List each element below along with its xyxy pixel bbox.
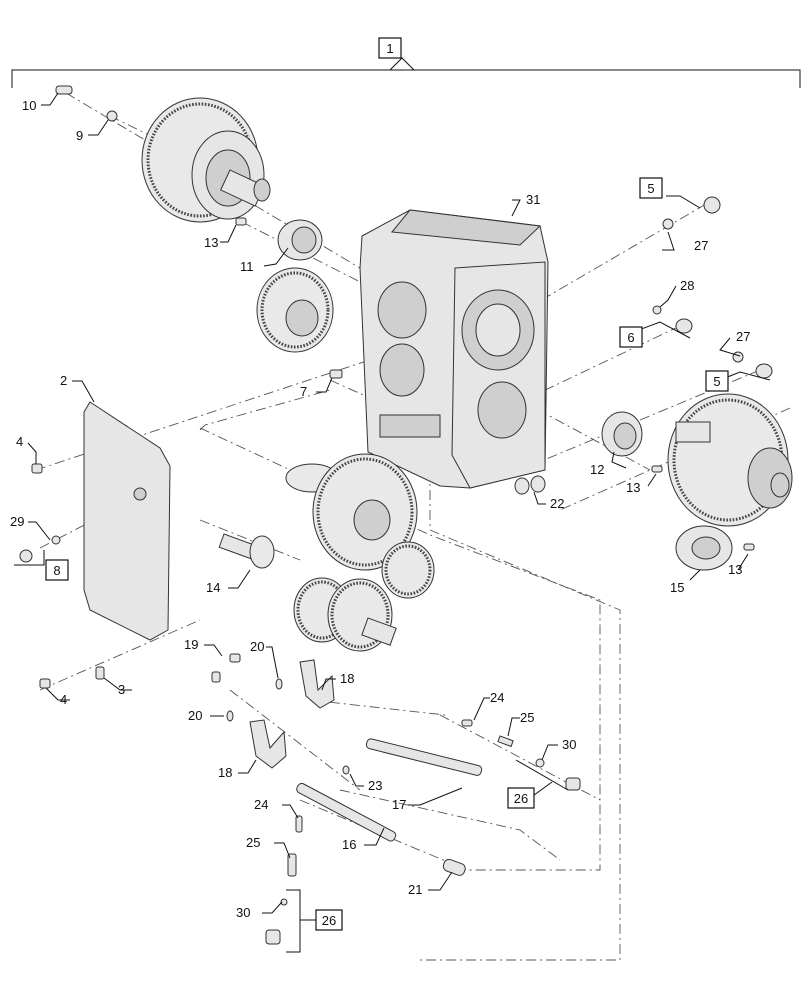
bearing-part-11 — [277, 219, 323, 261]
rod-part-16 — [296, 782, 397, 842]
svg-text:5: 5 — [713, 374, 720, 389]
callout-15: 15 — [670, 580, 684, 595]
plug-part-26-lower — [265, 898, 288, 945]
shaft-part-14 — [218, 533, 275, 569]
callout-12: 12 — [590, 462, 604, 477]
pin-part-23 — [342, 765, 350, 775]
pin-part-10 — [55, 85, 73, 95]
callout-9: 9 — [76, 128, 83, 143]
callout-24-lower: 24 — [254, 797, 268, 812]
callout-31: 31 — [526, 192, 540, 207]
callout-21: 21 — [408, 882, 422, 897]
callout-13-upper: 13 — [204, 235, 218, 250]
callout-7: 7 — [300, 384, 307, 399]
callout-27-lower: 27 — [736, 329, 750, 344]
svg-text:26: 26 — [322, 913, 336, 928]
plug-part-6 — [652, 305, 693, 334]
bolt-part-13-upper — [235, 217, 247, 226]
callout-14: 14 — [206, 580, 220, 595]
svg-text:5: 5 — [647, 181, 654, 196]
spring-part-25-upper — [497, 735, 514, 748]
washer-part-9 — [106, 110, 118, 122]
callout-19: 19 — [184, 637, 198, 652]
callout-24-upper: 24 — [490, 690, 504, 705]
svg-text:26: 26 — [514, 791, 528, 806]
callout-5-lower[interactable]: 5 — [705, 370, 729, 392]
callout-6[interactable]: 6 — [619, 326, 643, 348]
callout-18-lower: 18 — [218, 765, 232, 780]
callout-labels[interactable]: 10 9 13 11 31 27 28 27 7 2 4 29 3 4 14 1… — [10, 98, 750, 920]
svg-text:8: 8 — [53, 563, 60, 578]
cover-plate-part-2 — [83, 401, 171, 641]
callout-30-upper: 30 — [562, 737, 576, 752]
plug-part-8 — [19, 535, 61, 563]
callout-5-upper[interactable]: 5 — [639, 177, 663, 199]
callout-13-lower: 13 — [728, 562, 742, 577]
bolt-part-13-lower — [743, 543, 755, 551]
callout-2: 2 — [60, 373, 67, 388]
callout-23: 23 — [368, 778, 382, 793]
screw-part-3 — [95, 666, 105, 680]
shift-fork-part-18-upper — [299, 659, 335, 709]
callout-4-upper: 4 — [16, 434, 23, 449]
callout-8[interactable]: 8 — [45, 559, 69, 581]
detent-part-24-upper — [461, 719, 473, 727]
callout-10: 10 — [22, 98, 36, 113]
callout-17: 17 — [392, 797, 406, 812]
callout-22: 22 — [550, 496, 564, 511]
pin-part-21 — [442, 858, 466, 876]
assembly-bracket — [11, 57, 801, 88]
callout-13-right: 13 — [626, 480, 640, 495]
spring-part-25-lower — [287, 853, 297, 877]
callout-29: 29 — [10, 514, 24, 529]
plug-part-26-upper — [535, 758, 581, 791]
plug-part-5-lower — [732, 351, 773, 379]
callout-4-lower: 4 — [60, 692, 67, 707]
plug-part-5-upper — [662, 196, 721, 230]
gear-disc-middle — [256, 267, 334, 353]
clutch-pack-upper-left — [141, 97, 271, 223]
callout-26-upper[interactable]: 26 — [507, 787, 535, 809]
bolt-part-13-right — [651, 465, 663, 473]
callout-26-lower[interactable]: 26 — [315, 909, 343, 931]
svg-text:1: 1 — [386, 41, 393, 56]
detent-part-24-lower — [295, 815, 303, 833]
cover-part-15 — [675, 525, 733, 571]
callout-18-upper: 18 — [340, 671, 354, 686]
callout-20-upper: 20 — [250, 639, 264, 654]
bolt-part-19 — [211, 653, 241, 683]
svg-text:6: 6 — [627, 330, 634, 345]
clutch-pack-right — [667, 393, 793, 527]
bolt-part-4-upper — [31, 463, 43, 474]
housing-part-31 — [359, 209, 549, 489]
callout-16: 16 — [342, 837, 356, 852]
callout-27-upper: 27 — [694, 238, 708, 253]
gear-cluster — [285, 453, 435, 652]
callout-11: 11 — [240, 259, 254, 274]
callout-28: 28 — [680, 278, 694, 293]
callout-30-lower: 30 — [236, 905, 250, 920]
callout-25-lower: 25 — [246, 835, 260, 850]
bolt-part-4-lower — [39, 678, 51, 689]
callout-25-upper: 25 — [520, 710, 534, 725]
shift-fork-part-18-lower — [249, 719, 287, 769]
rod-part-17 — [365, 738, 483, 776]
stud-part-7 — [329, 369, 343, 379]
callout-20-lower: 20 — [188, 708, 202, 723]
callout-3: 3 — [118, 682, 125, 697]
callout-1[interactable]: 1 — [378, 37, 402, 59]
pin-part-20 — [226, 678, 283, 722]
bearing-part-12 — [601, 411, 643, 457]
seal-part-22 — [514, 475, 546, 495]
